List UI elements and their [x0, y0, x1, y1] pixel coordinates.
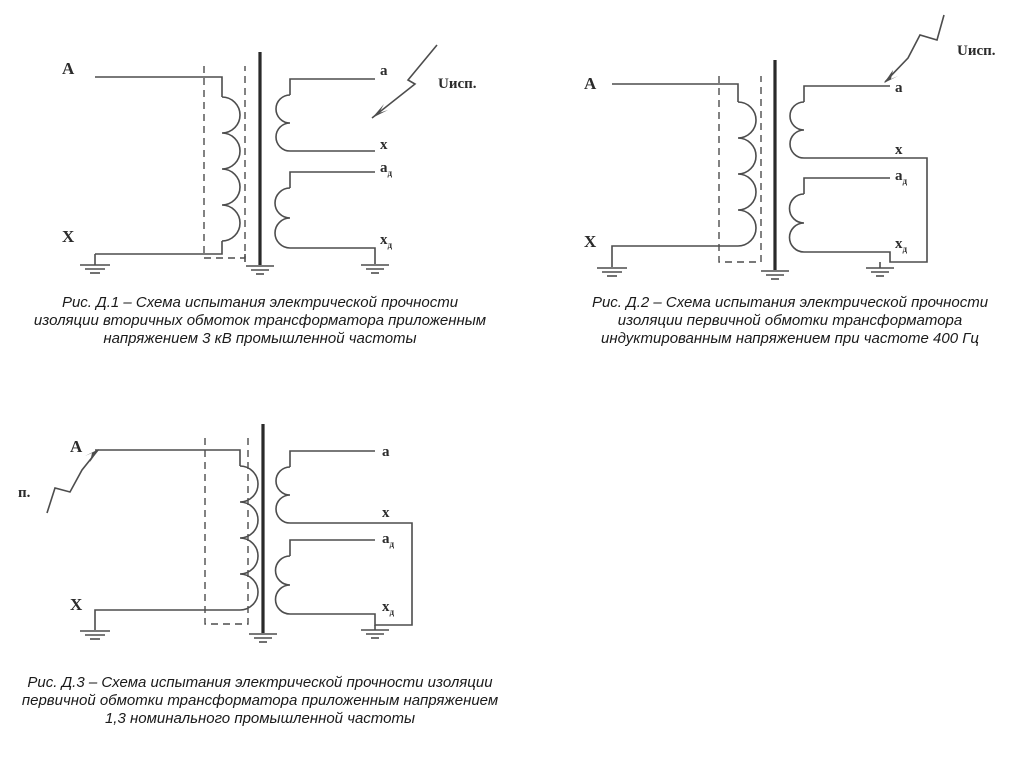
terminal-x-label: x — [380, 137, 388, 153]
terminal-x-label: x — [382, 505, 390, 521]
test-voltage-label: Uисп. — [438, 76, 477, 92]
figure-2-diagram: A X a x aд xд Uисп. — [584, 14, 996, 280]
terminal-xd-label: xд — [382, 599, 395, 617]
test-voltage-probe — [46, 449, 99, 514]
terminal-xd-label: xд — [895, 236, 908, 254]
probe-arrow-icon — [85, 449, 99, 462]
additional-lead-a — [289, 171, 375, 188]
probe-arrow-icon — [372, 104, 388, 118]
terminal-X-label: X — [70, 595, 83, 614]
ground-symbol-icon — [597, 267, 627, 277]
primary-lead-a — [612, 83, 739, 102]
terminal-a-label: a — [895, 80, 903, 96]
secondary-lead-a — [289, 78, 375, 95]
secondary-lead-x-bridge — [290, 522, 413, 626]
screen-shield — [203, 66, 246, 259]
figure-1-diagram: A X a x aд xд Uисп. — [62, 44, 477, 275]
additional-lead-x — [290, 247, 376, 264]
terminal-a-label: a — [382, 444, 390, 460]
secondary-lead-a — [289, 450, 375, 467]
primary-lead-x — [611, 245, 738, 267]
ground-symbol-icon — [761, 270, 789, 280]
test-voltage-label: Uисп. — [957, 43, 996, 59]
additional-lead-x — [290, 613, 390, 626]
terminal-ad-label: aд — [380, 160, 393, 178]
screen-shield — [718, 76, 762, 263]
primary-lead-a — [95, 449, 241, 466]
terminal-xd-label: xд — [380, 232, 393, 250]
ground-symbol-icon — [80, 264, 110, 274]
terminal-ad-label: aд — [382, 531, 395, 549]
terminal-A-label: A — [70, 437, 83, 456]
primary-winding — [737, 101, 757, 247]
screen-shield — [204, 438, 249, 625]
primary-lead-a — [95, 76, 223, 97]
figure-3-diagram: A X a x aд xд п. — [18, 424, 413, 643]
figure-1-caption: Рис. Д.1 – Схема испытания электрической… — [33, 294, 487, 347]
probe-arrow-icon — [884, 70, 898, 83]
secondary-winding-1 — [789, 101, 805, 159]
figure-3-caption: Рис. Д.3 – Схема испытания электрической… — [21, 674, 499, 727]
primary-lead-x — [94, 609, 240, 630]
test-voltage-probe — [371, 44, 438, 119]
secondary-winding-2 — [274, 555, 291, 615]
figure-2-caption: Рис. Д.2 – Схема испытания электрической… — [591, 294, 989, 347]
test-voltage-probe — [884, 14, 945, 83]
ground-symbol-icon — [249, 633, 277, 643]
ground-symbol-icon — [361, 629, 389, 639]
ground-symbol-icon — [246, 265, 274, 275]
terminal-ad-label: aд — [895, 168, 908, 186]
primary-winding — [239, 465, 259, 611]
secondary-lead-x-bridge — [804, 157, 928, 263]
additional-lead-a — [289, 539, 375, 556]
ground-symbol-icon — [361, 264, 389, 274]
terminal-x-label: x — [895, 142, 903, 158]
ground-symbol-icon — [80, 630, 110, 640]
terminal-X-label: X — [62, 227, 75, 246]
terminal-X-label: X — [584, 232, 597, 251]
terminal-A-label: A — [584, 74, 597, 93]
test-voltage-label: п. — [18, 485, 31, 501]
additional-lead-x — [804, 251, 905, 263]
additional-lead-a — [803, 177, 890, 194]
ground-symbol-icon — [866, 267, 894, 277]
secondary-winding-2 — [274, 187, 291, 249]
terminal-a-label: a — [380, 63, 388, 79]
secondary-winding-1 — [275, 466, 291, 524]
secondary-winding-1 — [275, 94, 291, 152]
primary-winding — [221, 96, 241, 242]
secondary-winding-2 — [788, 193, 805, 253]
secondary-lead-a — [803, 85, 890, 102]
primary-lead-x — [95, 241, 223, 255]
terminal-A-label: A — [62, 59, 75, 78]
